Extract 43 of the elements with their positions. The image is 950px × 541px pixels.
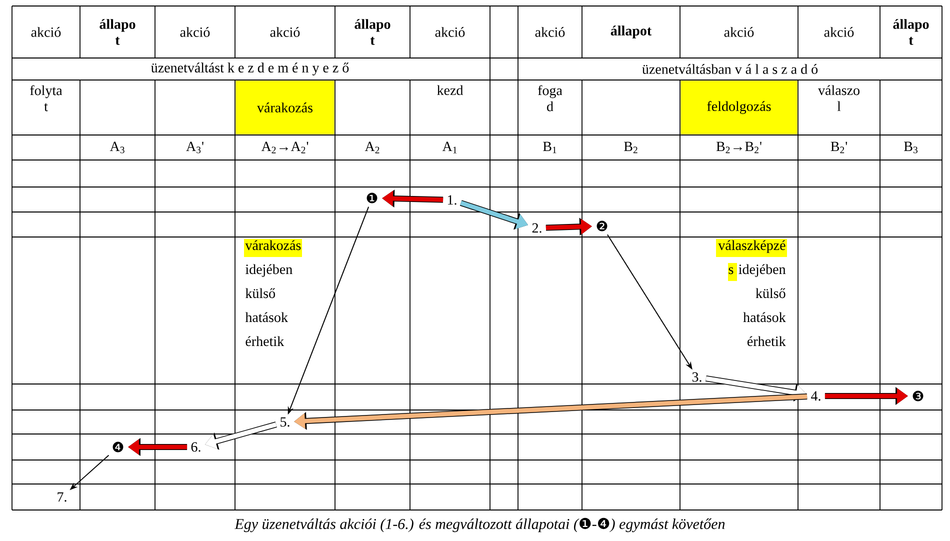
caption: Egy üzenetváltás akciói (1-6.) és megváltozott állapotai (❶-❹) egymást követően [234, 518, 725, 532]
column-header: akció [435, 27, 465, 37]
column-header: akció [824, 27, 854, 37]
step-number: 3. [692, 372, 702, 382]
state-label: A$_{2}$ [364, 142, 380, 154]
activity-cell: válaszo l [818, 85, 860, 111]
activity-cell: feldolgozás [680, 80, 798, 134]
column-header: akció [535, 27, 565, 37]
column-header: állapot [610, 26, 652, 38]
step-number: 7. [58, 492, 66, 502]
activity-cell: folyta t [30, 85, 62, 112]
step-number: 1. [448, 195, 456, 205]
state-label: A$_{2}$→A$_{2}$' [261, 142, 308, 154]
state-label: B$_{2}$' [830, 142, 848, 154]
step-number: 5. [280, 417, 290, 427]
state-marker: ❶ [366, 192, 378, 204]
role-heading: üzenetváltást k e z d e m é n y e z ő [151, 62, 349, 76]
column-header: akció [31, 27, 61, 37]
step-number: 4. [811, 391, 820, 401]
note-text: válaszképzé s idejében külső hatások érhetik [716, 239, 787, 346]
state-label: B$_{3}$ [904, 142, 918, 154]
state-marker: ❷ [596, 220, 608, 232]
state-label: B$_{1}$ [543, 142, 556, 154]
state-marker: ❹ [112, 442, 124, 452]
state-marker: ❸ [912, 390, 924, 402]
column-header: állapo t [100, 19, 136, 45]
role-heading: üzenetváltásban v á l a s z a d ó [642, 64, 818, 74]
state-label: A$_{3}$' [186, 142, 204, 154]
activity-cell: várakozás [236, 80, 334, 134]
column-header: állapo t [354, 19, 390, 45]
activity-cell: foga d [538, 85, 562, 112]
state-label: B$_{2}$→B$_{2}$' [716, 142, 762, 154]
step-number: 6. [191, 442, 200, 452]
step-number: 2. [532, 223, 542, 233]
column-header: akció [180, 27, 210, 37]
activity-cell: kezd [437, 85, 464, 96]
column-header: akció [724, 27, 754, 37]
state-label: A$_{1}$ [442, 142, 457, 154]
note-text: várakozás idejében külső hatások érhetik [244, 239, 302, 346]
column-header: akció [270, 27, 300, 37]
state-label: B$_{2}$ [624, 142, 638, 154]
column-header: állapo t [893, 19, 929, 45]
state-label: A$_{3}$ [110, 142, 124, 154]
